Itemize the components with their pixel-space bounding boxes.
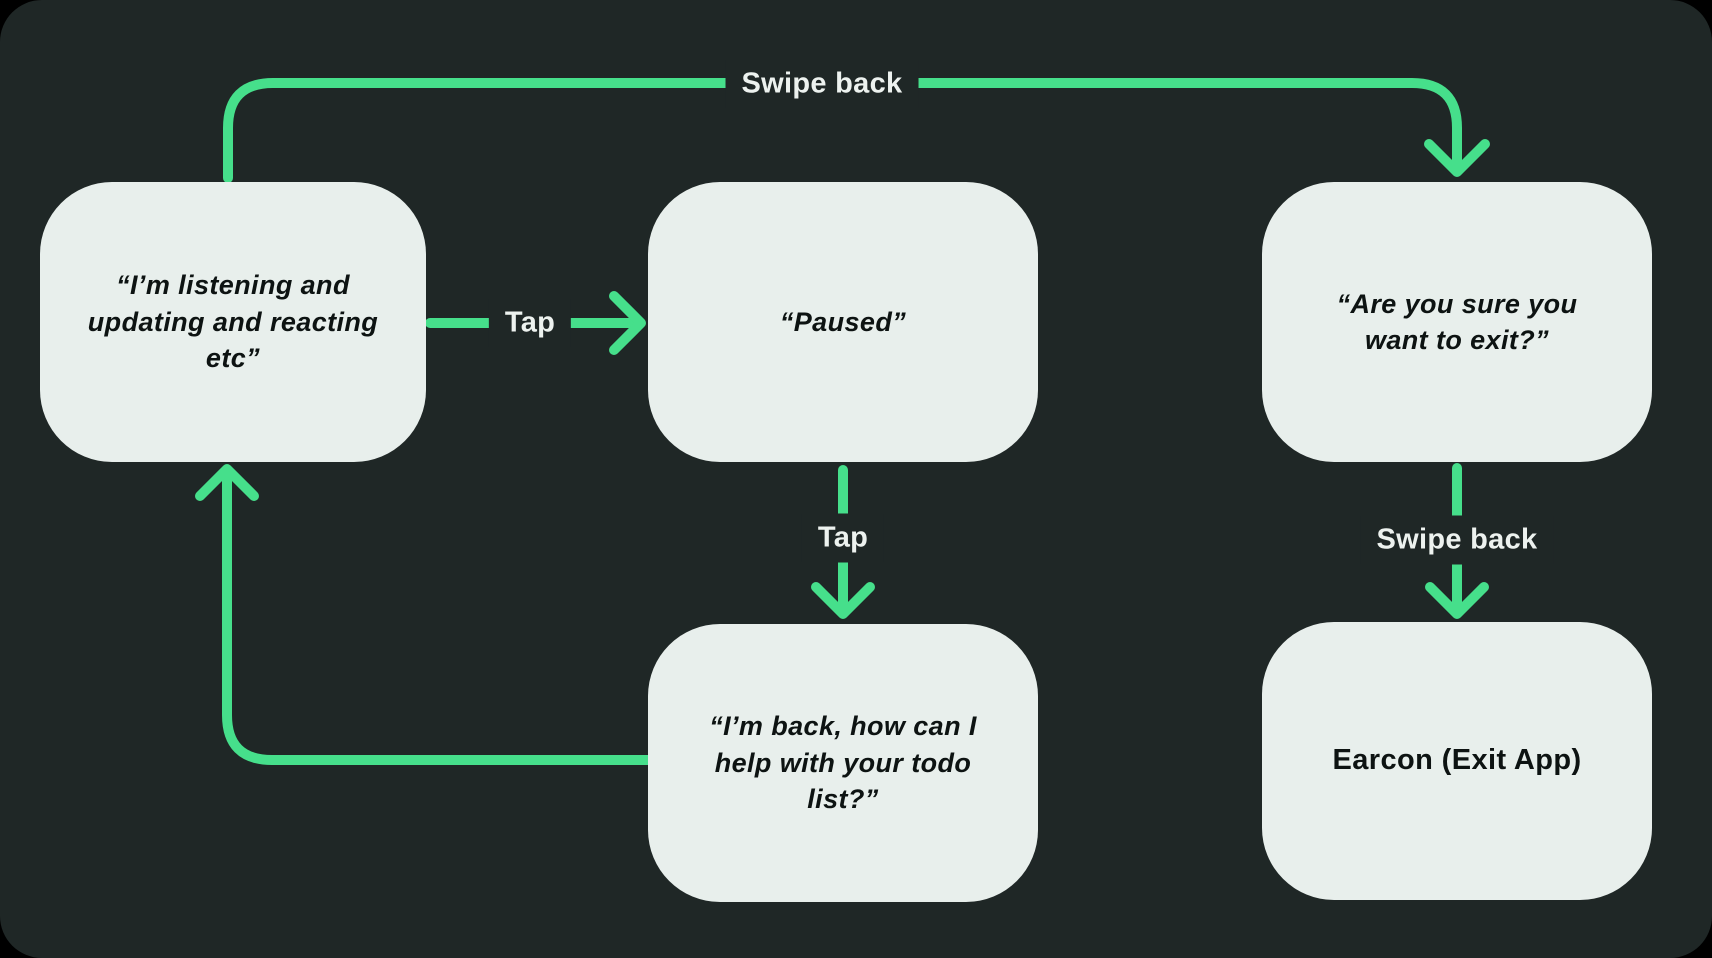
edge-label-tap-down: Tap [801, 513, 885, 563]
node-listening: “I’m listening and updating and reacting… [40, 182, 426, 462]
edge-label-swipe-back-top: Swipe back [725, 59, 919, 109]
node-earcon-text: Earcon (Exit App) [1332, 744, 1582, 777]
node-paused-text: “Paused” [779, 306, 907, 337]
edge-loop-back-line [222, 465, 655, 765]
edge-tap-right-arrowhead [609, 291, 646, 355]
edge-swipe-back-top-arrowhead [1424, 139, 1490, 177]
node-back-text: “I’m back, how can I help with your todo… [709, 711, 977, 815]
edge-loop-back-arrowhead [195, 464, 259, 501]
node-exit-confirm: “Are you sure you want to exit?” [1262, 182, 1652, 462]
node-earcon: Earcon (Exit App) [1262, 622, 1652, 900]
node-listening-text: “I’m listening and updating and reacting… [87, 270, 379, 374]
edge-label-swipe-back-right: Swipe back [1360, 515, 1554, 565]
edge-tap-down-arrowhead [811, 582, 875, 619]
node-back: “I’m back, how can I help with your todo… [648, 624, 1038, 902]
node-paused: “Paused” [648, 182, 1038, 462]
node-exit-confirm-text: “Are you sure you want to exit?” [1336, 288, 1578, 355]
edge-label-tap-right: Tap [488, 298, 572, 348]
edge-swipe-back-down-arrowhead [1425, 582, 1489, 619]
